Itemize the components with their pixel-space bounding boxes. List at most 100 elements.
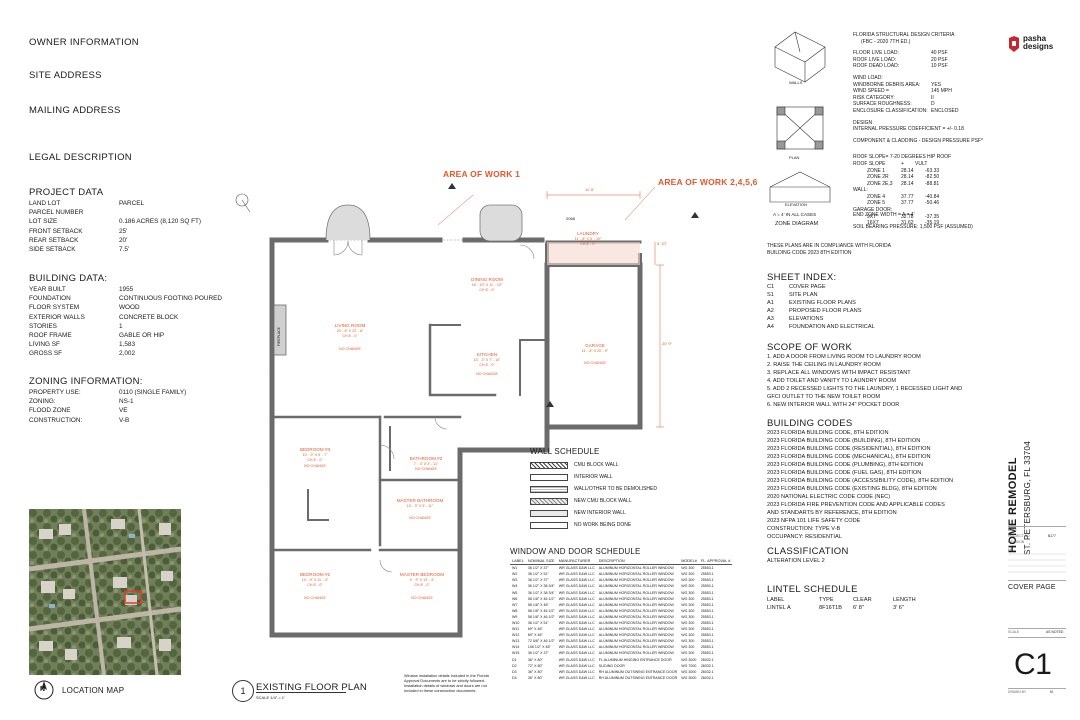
wall-legend-item: INTERIOR WALL xyxy=(530,471,657,483)
schedule-cell: W5 xyxy=(512,590,518,595)
schedule-cell: ALUMINUM HORIZONTAL ROLLER WINDOW xyxy=(598,566,674,571)
schedule-cell: WG 300 xyxy=(681,584,695,589)
wind-row: RISK CATEGORY:II xyxy=(853,95,983,102)
room-kitchen-status: NO CHANGE xyxy=(476,371,498,376)
schedule-cell: D4 xyxy=(512,675,517,680)
schedule-cell: 36 1/2" X 37" xyxy=(527,578,549,583)
wall-legend-swatch xyxy=(530,497,568,505)
zoning-value: V-B xyxy=(119,416,130,424)
design-label: DESIGN xyxy=(853,119,873,126)
sheet-index-cell: EXISTING FLOOR PLANS xyxy=(789,300,856,306)
schedule-cell: WR GLASS D&W LLC xyxy=(558,590,595,595)
wall-zone-cell: 37.77 xyxy=(901,193,914,200)
lintel-header-cell: CLEAR xyxy=(853,597,872,603)
wall-legend-label: NEW INTERIOR WALL xyxy=(574,510,626,516)
room-master-bedroom-ch: CH 8' - 0" xyxy=(414,583,430,588)
building-data-value: GABLE OR HIP xyxy=(119,332,165,340)
building-data-value: 1 xyxy=(119,322,123,330)
schedule-cell: 58 1/8" X 46 1/2" xyxy=(527,608,555,613)
schedule-cell: RH ALUMINUM OUTSWING ENTRANCE DOOR xyxy=(598,675,678,680)
wall-legend-item: NO WORK BEING DONE xyxy=(530,519,657,531)
sheet-index-cell: C1 xyxy=(767,284,775,290)
wall-zone-cell: ZONE 4 xyxy=(867,193,886,200)
room-dining-size: 16' - 10" x 11' - 10" xyxy=(471,282,503,287)
wall-zone-cell: -50.46 xyxy=(925,200,940,207)
wall-zone-cell: 37.77 xyxy=(901,200,914,207)
end-zone-width: END ZONE WIDTH = a = 4' xyxy=(853,212,915,218)
schedule-cell: ALUMINUM HORIZONTAL ROLLER WINDOW xyxy=(598,596,674,601)
schedule-cell: 25553.1 xyxy=(700,645,714,650)
schedule-cell: 36 1/2" X 51" xyxy=(527,620,549,625)
load-row: ROOF LIVE LOAD:20 PSF xyxy=(853,57,983,64)
wind-cell: RISK CATEGORY: xyxy=(853,94,895,101)
room-bedroom-2-size: 10' - 9" x 11' - 4" xyxy=(301,577,329,582)
sheet-index-cell: ELEVATIONS xyxy=(789,316,824,322)
schedule-cell: ALUMINUM HORIZONTAL ROLLER WINDOW xyxy=(598,608,674,613)
tb-revision-label: REVISION xyxy=(1008,540,1025,544)
schedule-cell: WG 300 xyxy=(681,614,695,619)
room-laundry-ch: CH 8' - 0" xyxy=(580,242,596,247)
garage-zone-cell: 16x7 xyxy=(867,220,879,227)
room-bedroom-2-ch: CH 8' - 0" xyxy=(307,583,323,588)
schedule-cell: WG 300 xyxy=(681,596,695,601)
schedule-cell: 26032.1 xyxy=(700,657,714,662)
building-data-key: YEAR BUILT xyxy=(29,286,66,293)
room-living-status: NO CHANGE xyxy=(339,346,361,351)
sheet-index-cell: A1 xyxy=(767,300,774,306)
building-data-value: 2,002 xyxy=(119,350,135,358)
schedule-cell: 25553.1 xyxy=(700,596,714,601)
tb-drawn-value: M xyxy=(1050,690,1053,694)
sheet-index-cell: A2 xyxy=(767,308,774,314)
room-master-bathroom-name: MASTER BATHROOM xyxy=(396,498,444,503)
load-row: FLOOR LIVE LOAD:40 PSF xyxy=(853,50,983,57)
building-data-key: FLOOR SYSTEM xyxy=(29,304,80,312)
sheet-index-row: A3 ELEVATIONS xyxy=(767,315,929,323)
schedule-cell: WG 300 xyxy=(681,639,695,644)
wall-legend-swatch xyxy=(530,509,568,517)
schedule-cell: 25553.1 xyxy=(700,620,714,625)
code-item: 2023 FLORIDA BUILDING CODE (EXISTING BLD… xyxy=(767,486,937,492)
schedule-cell: 26032.1 xyxy=(700,663,714,668)
fireplace-label: FIREPLACE xyxy=(277,327,281,346)
soil-bearing: SOIL BEARING PRESSURE: 1,500 PSF (ASSUME… xyxy=(853,224,973,230)
sheet-index-cell: A3 xyxy=(767,316,774,322)
project-data-key: LAND LOT xyxy=(29,200,61,207)
zoning-key: PROPERTY USE: xyxy=(29,389,81,396)
room-kitchen-size: 13' - 3" x 7' - 10" xyxy=(473,357,501,362)
schedule-header-cell: LABEL xyxy=(510,558,526,566)
schedule-cell: WR GLASS D&W LLC xyxy=(558,651,595,656)
legal-description-heading: LEGAL DESCRIPTION xyxy=(29,152,132,163)
roof-zone-cell: -82.50 xyxy=(925,174,940,181)
room-bathroom-2-size: 7' - 3" x 4' - 11" xyxy=(413,461,439,466)
scope-item: GFCI OUTLET TO THE NEW TOILET ROOM xyxy=(767,394,881,400)
building-data-title: BUILDING DATA: xyxy=(29,273,108,284)
schedule-cell: ALUMINUM HORIZONTAL ROLLER WINDOW xyxy=(598,633,674,638)
sheet-index-cell: FOUNDATION AND ELECTRICAL xyxy=(789,324,875,330)
room-living-size: 20' - 8" x 22' - 8" xyxy=(336,328,364,333)
scope-item: 4. ADD TOILET AND VANITY TO LAUNDRY ROOM xyxy=(767,378,897,384)
schedule-cell: 25553.1 xyxy=(700,639,714,644)
schedule-cell: WR GLASS D&W LLC xyxy=(558,608,595,613)
tb-date-label: DATE xyxy=(1008,528,1017,532)
project-data-key: PARCEL NUMBER xyxy=(29,209,84,217)
sheet-index-title: SHEET INDEX: xyxy=(767,272,837,283)
schedule-cell: W6 xyxy=(512,596,518,601)
room-bathroom-2-status: NO CHANGE xyxy=(415,467,437,472)
room-living-ch: CH 8' - 0" xyxy=(342,334,358,339)
lintel-header-cell: LABEL xyxy=(767,597,785,603)
schedule-cell: W8 xyxy=(512,608,518,613)
project-data-value xyxy=(119,208,229,217)
room-laundry-size: 11' - 8" x 5' - 10" xyxy=(574,236,602,241)
schedule-cell: RH ALUMINUM OUTSWING ENTRANCE DOOR xyxy=(598,669,678,674)
schedule-cell: 69" X 46" xyxy=(527,633,543,638)
